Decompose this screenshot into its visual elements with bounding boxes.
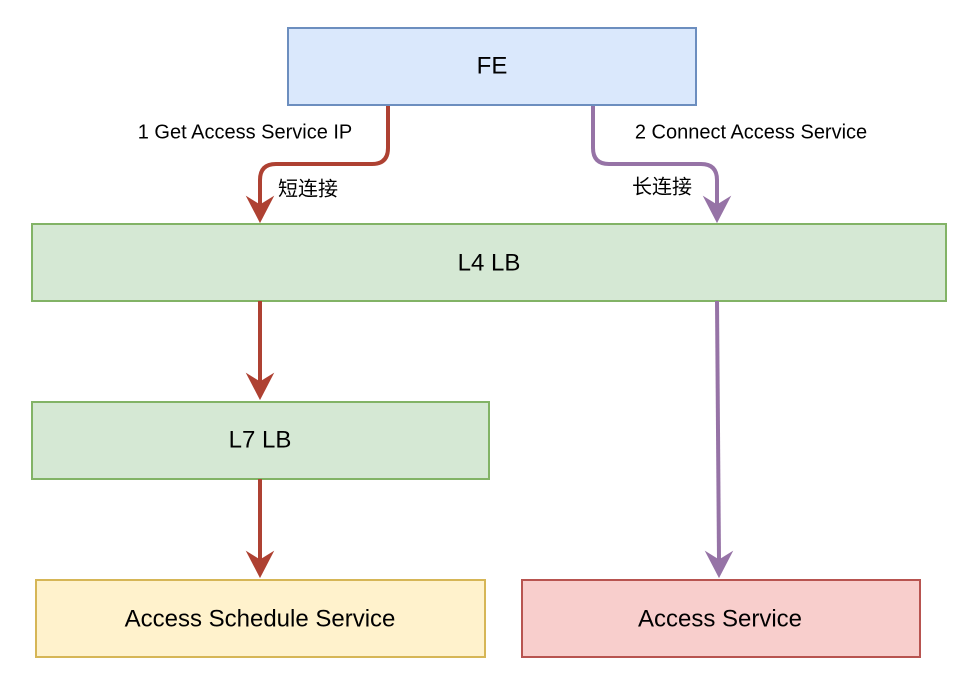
connect-label-bg	[604, 117, 898, 147]
arrowhead-l7-to-schedule	[245, 550, 275, 579]
arrowhead-l4-to-access	[704, 550, 734, 579]
l4-lb-node: L4 LB	[31, 223, 947, 302]
short-connection-path	[245, 106, 390, 579]
edge-fe-to-l4-long	[591, 106, 719, 205]
l7-lb-label: L7 LB	[229, 426, 292, 453]
long-connection-label: 长连接	[632, 175, 692, 198]
arrowhead-fe-to-l4-short	[245, 195, 275, 224]
connect-label: 2 Connect Access Service	[635, 121, 867, 143]
access-schedule-service-node: Access Schedule Service	[35, 579, 486, 658]
arrowhead-l4-to-l7	[245, 372, 275, 401]
l7-lb-node: L7 LB	[31, 401, 490, 480]
fe-node: FE	[287, 27, 697, 106]
fe-label: FE	[477, 52, 508, 79]
access-service-node: Access Service	[521, 579, 921, 658]
get-ip-label: 1 Get Access Service IP	[138, 121, 353, 143]
l4-lb-label: L4 LB	[458, 249, 521, 276]
access-schedule-service-label: Access Schedule Service	[125, 605, 396, 632]
arrowhead-fe-to-l4-long	[702, 195, 732, 224]
get-ip-label-bg	[110, 117, 380, 147]
edge-fe-to-l4-short	[258, 106, 390, 205]
short-connection-label: 短连接	[278, 177, 338, 200]
access-service-label: Access Service	[638, 605, 802, 632]
edge-l4-to-access	[715, 300, 721, 561]
long-connection-path	[591, 106, 734, 579]
